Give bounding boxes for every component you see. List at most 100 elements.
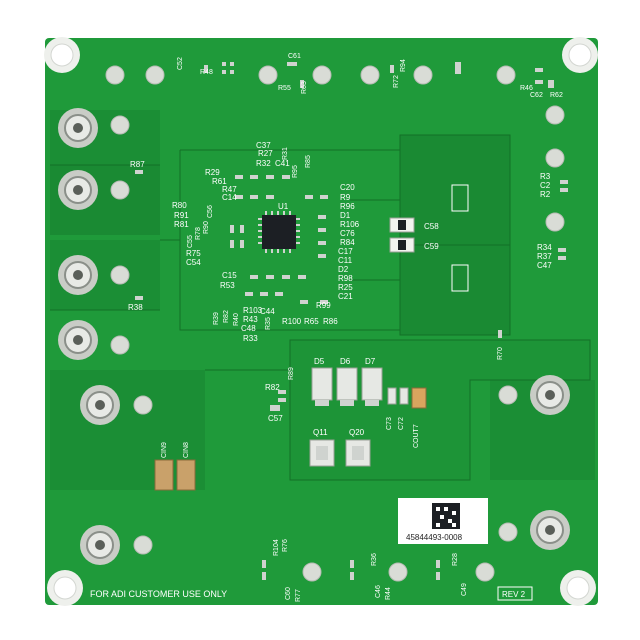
refdes-r40: R40 xyxy=(233,313,240,326)
refdes-lower: R82 R89 C57 R104 R76 C60 R77 R36 C46 R44… xyxy=(265,367,468,602)
smd-bottom xyxy=(262,560,440,580)
serial-number: 45844493-0008 xyxy=(406,533,463,542)
cap-cout7 xyxy=(411,387,427,409)
refdes-r81: R81 xyxy=(174,220,189,229)
revision-box xyxy=(497,586,533,601)
cap-c58 xyxy=(389,217,415,233)
refdes-r29: R29 xyxy=(205,168,220,177)
cap-c72-c73 xyxy=(387,387,409,405)
refdes-r86: R86 xyxy=(323,317,338,326)
cap-c73-label: C73 xyxy=(386,417,393,430)
refdes-r53: R53 xyxy=(220,281,235,290)
mount-post-tr xyxy=(562,37,598,73)
refdes-top: C52 R48 C61 R55 R63 R72 R94 R46 C62 R62 xyxy=(177,53,563,99)
cap-cin8 xyxy=(176,459,196,491)
ic-u1 xyxy=(262,215,296,249)
banana-jack-6 xyxy=(80,525,120,565)
refdes-r63: R63 xyxy=(301,81,308,94)
refdes-d2: D2 xyxy=(338,265,349,274)
diode-d5-label: D5 xyxy=(314,357,325,366)
refdes-r27: R27 xyxy=(258,149,273,158)
fet-q11-label: Q11 xyxy=(313,428,328,437)
refdes-r106: R106 xyxy=(340,220,360,229)
refdes-r94: R94 xyxy=(400,59,407,72)
traces xyxy=(50,149,400,371)
refdes-c15: C15 xyxy=(222,271,237,280)
refdes-c41: C41 xyxy=(275,159,290,168)
mount-post-br xyxy=(560,570,596,606)
refdes-r95: R95 xyxy=(292,165,299,178)
refdes-r87: R87 xyxy=(130,160,145,169)
banana-jack-5 xyxy=(80,385,120,425)
refdes-r80: R80 xyxy=(172,201,187,210)
refdes-r103: R103 xyxy=(243,306,263,315)
diode-d6-label: D6 xyxy=(340,357,351,366)
refdes-r48: R48 xyxy=(200,69,213,76)
refdes-c55: C55 xyxy=(187,235,194,248)
pad-right-2 xyxy=(451,264,469,292)
refdes-c61: C61 xyxy=(288,53,301,60)
refdes-r33: R33 xyxy=(243,334,258,343)
refdes-r72: R72 xyxy=(393,75,400,88)
cap-c59 xyxy=(389,237,415,253)
refdes-c56: C56 xyxy=(207,205,214,218)
ic-u1-label: U1 xyxy=(278,202,289,211)
refdes-r55: R55 xyxy=(278,85,291,92)
fet-q11 xyxy=(309,439,335,467)
banana-jack-2 xyxy=(58,170,98,210)
refdes-r90: R90 xyxy=(203,221,210,234)
refdes-r82: R82 xyxy=(265,383,280,392)
refdes-r104: R104 xyxy=(273,539,280,556)
copper-pour-right xyxy=(399,134,511,246)
ic-u1-pins xyxy=(258,211,300,253)
refdes-c11: C11 xyxy=(338,256,353,265)
cap-cin9-label: CIN9 xyxy=(161,442,168,458)
refdes-r2: R2 xyxy=(540,190,551,199)
refdes-r84: R84 xyxy=(340,238,355,247)
test-points xyxy=(105,65,565,582)
cap-c58-label: C58 xyxy=(424,222,439,231)
refdes-d1: D1 xyxy=(340,211,351,220)
refdes-c76: C76 xyxy=(340,229,355,238)
refdes-c20: C20 xyxy=(340,183,355,192)
refdes-c52: C52 xyxy=(177,57,184,70)
revision-label: REV 2 xyxy=(502,590,526,599)
refdes-c21: C21 xyxy=(338,292,353,301)
refdes-r96: R96 xyxy=(340,202,355,211)
banana-jack-1 xyxy=(58,108,98,148)
refdes-r36: R36 xyxy=(371,553,378,566)
refdes-r35: R35 xyxy=(265,317,272,330)
refdes-r99: R99 xyxy=(316,301,331,310)
refdes-r85: R85 xyxy=(305,155,312,168)
copper-pour-right-2 xyxy=(399,244,511,336)
refdes-r43: R43 xyxy=(243,315,258,324)
mount-post-bl xyxy=(47,570,83,606)
refdes-r62: R62 xyxy=(550,92,563,99)
refdes-r70: R70 xyxy=(497,347,504,360)
refdes-c49: C49 xyxy=(461,583,468,596)
refdes-r82b: R82 xyxy=(223,310,230,323)
refdes-c37: C37 xyxy=(256,141,271,150)
refdes-r77: R77 xyxy=(295,589,302,602)
banana-jack-4 xyxy=(58,320,98,360)
diode-d7 xyxy=(361,367,383,406)
refdes-r39: R39 xyxy=(213,312,220,325)
smd-cluster xyxy=(135,62,568,338)
refdes-left: R87 R38 R80 R91 R81 R29 R61 R47 C14 C55 … xyxy=(128,160,258,343)
refdes-r46: R46 xyxy=(520,85,533,92)
refdes-r28: R28 xyxy=(452,553,459,566)
fet-q20-label: Q20 xyxy=(349,428,365,437)
refdes-r9: R9 xyxy=(340,193,351,202)
refdes-right: R3 C2 R2 R34 R37 C47 R70 xyxy=(497,172,552,360)
refdes-r100: R100 xyxy=(282,317,302,326)
mount-post-tl xyxy=(44,37,80,73)
refdes-c48: C48 xyxy=(241,324,256,333)
refdes-c60: C60 xyxy=(285,587,292,600)
smd-lower-left xyxy=(270,390,286,411)
diode-d6 xyxy=(336,367,358,406)
refdes-r75: R75 xyxy=(186,249,201,258)
refdes-r65: R65 xyxy=(304,317,319,326)
refdes-r31: R31 xyxy=(282,147,289,160)
diode-d7-label: D7 xyxy=(365,357,376,366)
